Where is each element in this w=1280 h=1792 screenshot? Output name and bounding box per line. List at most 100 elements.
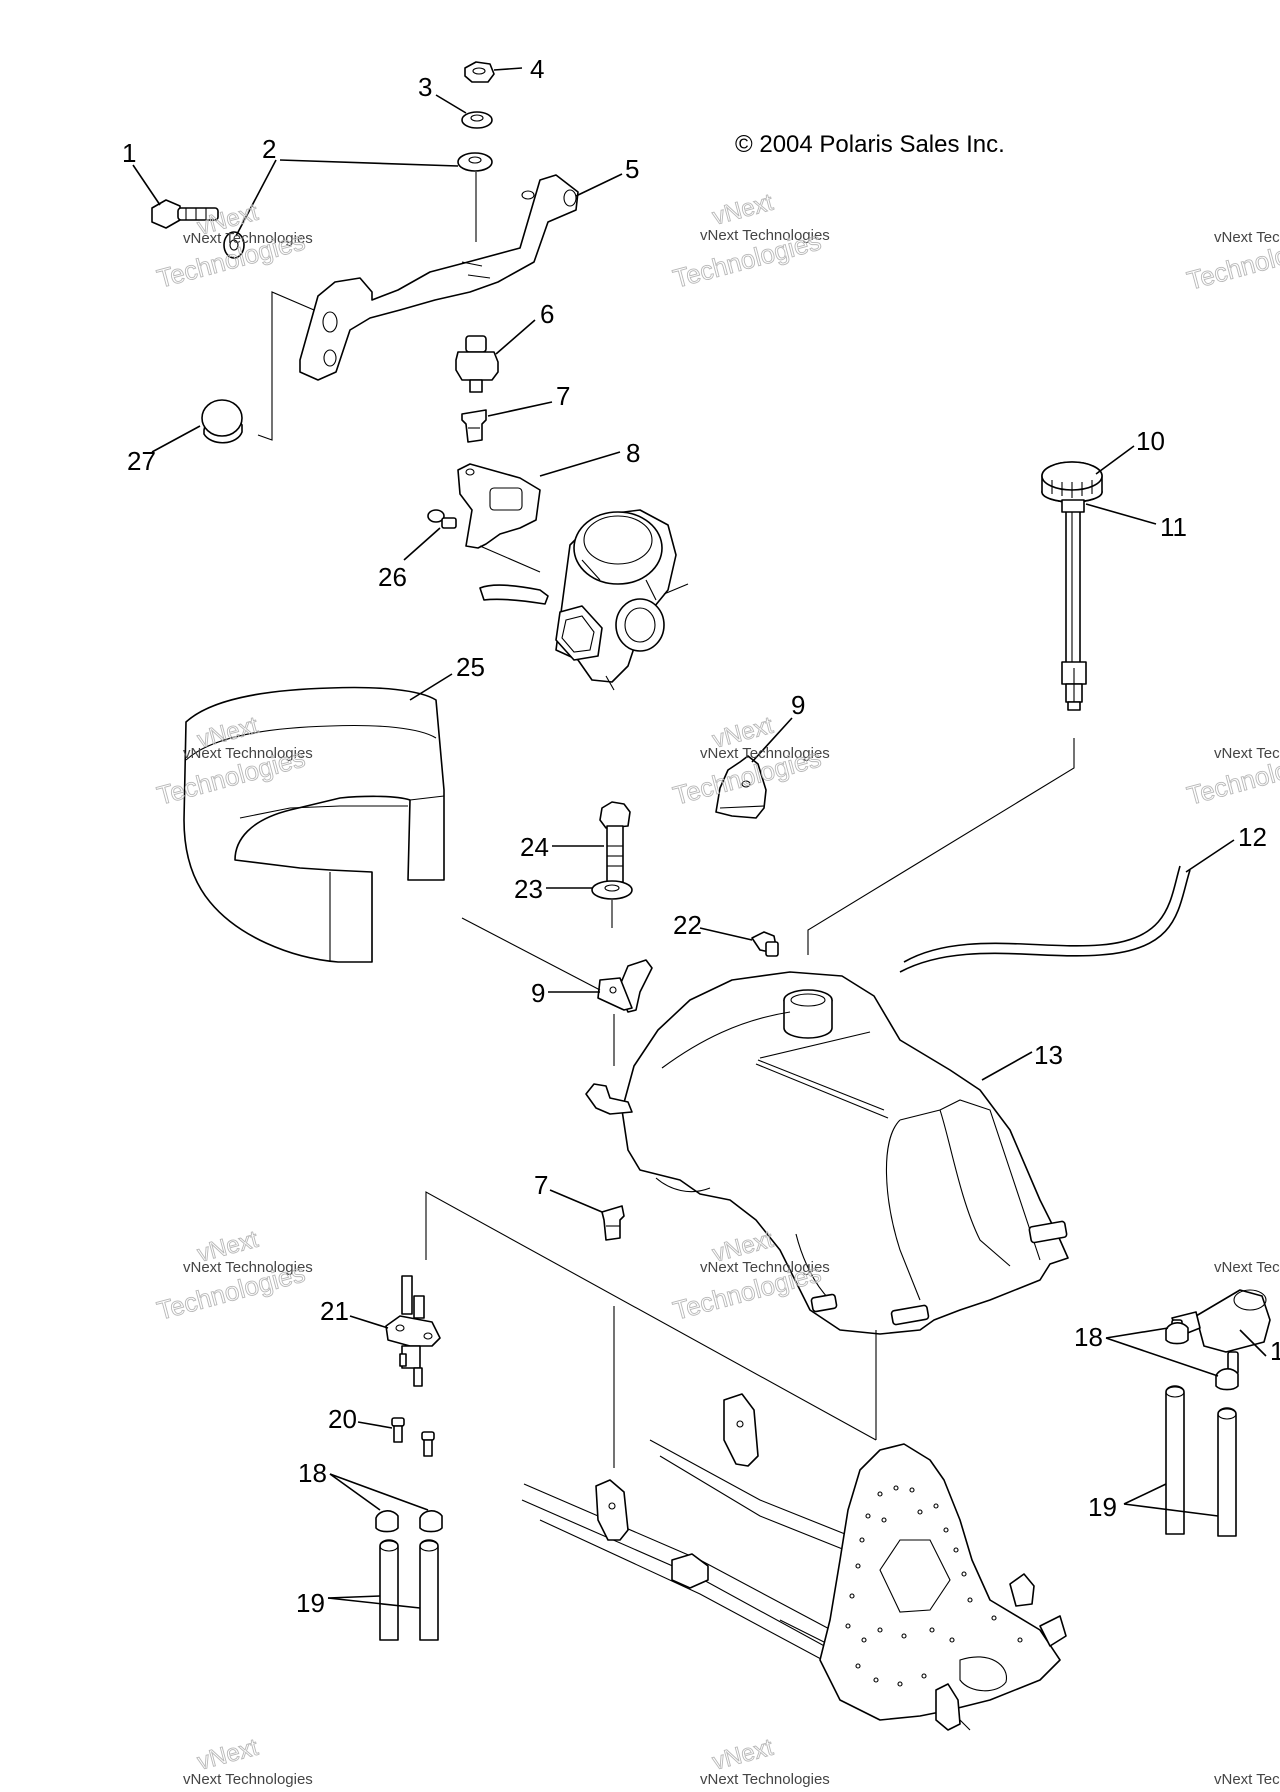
leader-18a-1 [329,1473,381,1511]
leader-12 [1185,839,1235,873]
part-9-bracket-lower [597,959,653,1013]
callout-10: 10 [1136,426,1165,456]
svg-text:vNext Technologies: vNext Technologies [700,1771,830,1788]
carburetor [479,509,689,691]
callout-21: 21 [320,1296,349,1326]
part-6-rubber-mount [455,335,499,393]
part-25-foam-pad [183,686,445,963]
leader-13 [981,1051,1033,1081]
leader-10 [1095,445,1135,475]
part-19-hoses-left [379,1539,439,1641]
callout-18a: 18 [298,1458,327,1488]
part-26-screw [427,509,457,529]
svg-text:vNext Technologies: vNext Technologies [700,227,830,244]
callout-4: 4 [530,54,544,84]
leader-1-right [1239,1329,1267,1357]
reference-line-gauge-tank [807,738,1075,955]
part-7-bushing-lower [601,1205,625,1241]
svg-text:vNext: vNext [710,1734,777,1776]
leader-1 [132,164,161,206]
part-13-fuel-tank [585,971,1069,1335]
leader-20 [357,1421,393,1429]
svg-text:vNext: vNext [710,189,777,231]
part-19-hoses-right [1165,1385,1237,1537]
svg-text:vNext Technologies: vNext Technologies [183,1259,313,1276]
leader-7b [549,1189,603,1213]
part-12-vent-hose [903,865,1181,963]
callout-12: 12 [1238,822,1267,852]
leader-2a [235,159,277,237]
part-3-lock-washer [461,111,493,129]
callout-19a: 19 [296,1588,325,1618]
callout-1: 1 [122,138,136,168]
leader-21 [349,1315,389,1329]
leader-9a [751,717,793,763]
part-18-caps-right [1165,1322,1239,1391]
callout-9b: 9 [531,978,545,1008]
callout-3: 3 [418,72,432,102]
callout-25: 25 [456,652,485,682]
svg-text:vNext Technologies: vNext Technologies [1214,1771,1280,1788]
svg-text:vNext Technologies: vNext Technologies [1214,745,1280,762]
leader-5 [575,173,623,197]
svg-text:vNext Technologies: vNext Technologies [183,745,313,762]
leader-22 [699,927,753,941]
callout-20: 20 [328,1404,357,1434]
svg-text:vNext Technologies: vNext Technologies [183,230,313,247]
callout-6: 6 [540,299,554,329]
part-4-nut [464,61,495,83]
leader-26 [403,527,441,561]
svg-text:vNext Technologies: vNext Technologies [183,1771,313,1788]
callout-26: 26 [378,562,407,592]
svg-text:vNext: vNext [195,1734,262,1776]
leader-8 [539,451,621,477]
leader-2b [279,159,459,167]
callout-2: 2 [262,134,276,164]
callout-11: 11 [1160,512,1187,542]
callout-18b: 18 [1074,1322,1103,1352]
callout-22: 22 [673,910,702,940]
part-2-washer [223,152,493,259]
svg-text:vNext Technologies: vNext Technologies [700,1259,830,1276]
part-9-clip-upper [715,755,767,819]
leader-7a [487,401,553,417]
leader-19b-1 [1123,1483,1167,1505]
part-24-bolt [599,801,631,883]
leader-19a-1 [327,1595,381,1599]
callout-13: 13 [1034,1040,1063,1070]
svg-text:vNext Technologies: vNext Technologies [700,745,830,762]
callout-24: 24 [520,832,549,862]
part-7-bushing-upper [461,409,487,443]
callout-9a: 9 [791,690,805,720]
frame [521,1393,1067,1731]
part-20-screws [391,1417,435,1457]
callout-7b: 7 [534,1170,548,1200]
part-22-vent-fitting [751,931,779,957]
leader-19a-2 [327,1597,421,1609]
svg-text:vNext Technologies: vNext Technologies [1214,1259,1280,1276]
callout-7a: 7 [556,381,570,411]
callout-5: 5 [625,154,639,184]
part-27-bumper [201,399,243,444]
copyright-text: © 2004 Polaris Sales Inc. [735,131,1005,158]
part-10-gas-cap [1041,461,1103,503]
callout-27: 27 [127,446,156,476]
callout-1-right: 1 [1270,1336,1280,1366]
leader-27 [151,425,201,453]
leader-19b-2 [1123,1503,1219,1517]
leader-6 [495,319,536,355]
part-8-plate [457,463,541,549]
part-11-fuel-gauge [1061,499,1087,711]
reference-line-pad-bracket [461,917,601,991]
frame-holes [845,1485,1023,1687]
callout-23: 23 [514,874,543,904]
leader-25 [409,673,453,701]
leader-18a-2 [329,1473,429,1511]
reference-line-27 [257,291,315,441]
leader-4 [493,67,523,71]
leader-18b-1 [1105,1327,1169,1339]
reference-line-petcock-frame [425,1191,877,1441]
reference-line-plate-carb [479,545,541,573]
leader-11 [1085,503,1157,525]
